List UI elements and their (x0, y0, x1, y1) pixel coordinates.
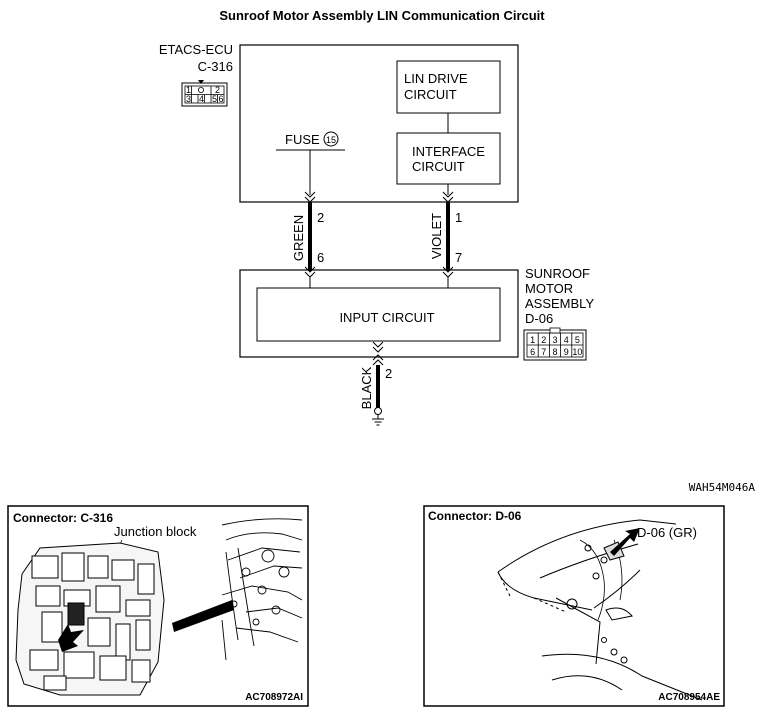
d06-pin-6: 6 (530, 347, 535, 357)
panel-right-code: AC708954AE (658, 692, 720, 703)
c316-location-arrow (172, 600, 234, 632)
panel-left-title: Connector: C-316 (13, 511, 113, 525)
ecu-pin-2: 2 (215, 85, 220, 95)
diagram-code: WAH54M046A (689, 481, 756, 494)
lin-drive-line2: CIRCUIT (404, 87, 457, 102)
panel-right-title: Connector: D-06 (428, 509, 522, 523)
sunroof-line2: MOTOR (525, 281, 573, 296)
green-pin-top: 2 (317, 210, 324, 225)
green-wire-label: GREEN (291, 215, 306, 261)
sunroof-connector-face: 1 2 3 4 5 6 7 8 9 10 (523, 327, 587, 361)
junction-block-illustration (15, 542, 165, 696)
violet-pin-top: 1 (455, 210, 462, 225)
panel-left-code: AC708972AI (245, 692, 303, 703)
fuse-label: FUSE (285, 132, 320, 147)
ecu-pin-4: 4 (199, 94, 204, 104)
panel-left-note: Junction block (114, 524, 197, 539)
dashboard-illustration (221, 518, 303, 661)
d06-pin-2: 2 (541, 335, 546, 345)
input-circuit-box (256, 287, 501, 342)
ecu-pin-1: 1 (186, 85, 191, 95)
d06-pin-5: 5 (575, 335, 580, 345)
sunroof-line1: SUNROOF (525, 266, 590, 281)
d06-pin-10: 10 (572, 347, 582, 357)
black-pin: 2 (385, 366, 392, 381)
d06-pin-4: 4 (564, 335, 569, 345)
sunroof-line3: ASSEMBLY (525, 296, 594, 311)
black-connector-top (372, 341, 384, 353)
ecu-pin-5: 5 (212, 94, 217, 104)
ecu-pin-3: 3 (186, 94, 191, 104)
black-wire-label: BLACK (359, 366, 374, 409)
black-connector-bottom (372, 354, 384, 366)
lin-drive-line1: LIN DRIVE (404, 71, 468, 86)
ecu-pin-6: 6 (218, 94, 223, 104)
ecu-box (239, 44, 519, 203)
ecu-connector-face: 1 2 3 4 5 6 (181, 80, 228, 107)
ecu-connector-id: C-316 (198, 59, 233, 74)
violet-pin-bottom: 7 (455, 250, 462, 265)
diagram-title: Sunroof Motor Assembly LIN Communication… (219, 8, 545, 23)
input-circuit-label: INPUT CIRCUIT (339, 310, 434, 325)
ground-symbol (372, 407, 384, 426)
fuse-number-circle (323, 131, 339, 147)
interface-line2: CIRCUIT (412, 159, 465, 174)
sunroof-box (239, 269, 519, 358)
d06-pin-7: 7 (541, 347, 546, 357)
ecu-name: ETACS-ECU (159, 42, 233, 57)
interface-line1: INTERFACE (412, 144, 485, 159)
panel-right-note: D-06 (GR) (637, 525, 697, 540)
d06-pin-8: 8 (552, 347, 557, 357)
d06-pin-3: 3 (552, 335, 557, 345)
c316-pointer-arrow (58, 624, 84, 652)
d06-pin-1: 1 (530, 335, 535, 345)
fuse-number: 15 (326, 135, 336, 145)
green-pin-bottom: 6 (317, 250, 324, 265)
d06-pointer-arrow (610, 528, 640, 556)
d06-pin-9: 9 (564, 347, 569, 357)
sunroof-connector-id: D-06 (525, 311, 553, 326)
violet-wire-label: VIOLET (429, 213, 444, 259)
